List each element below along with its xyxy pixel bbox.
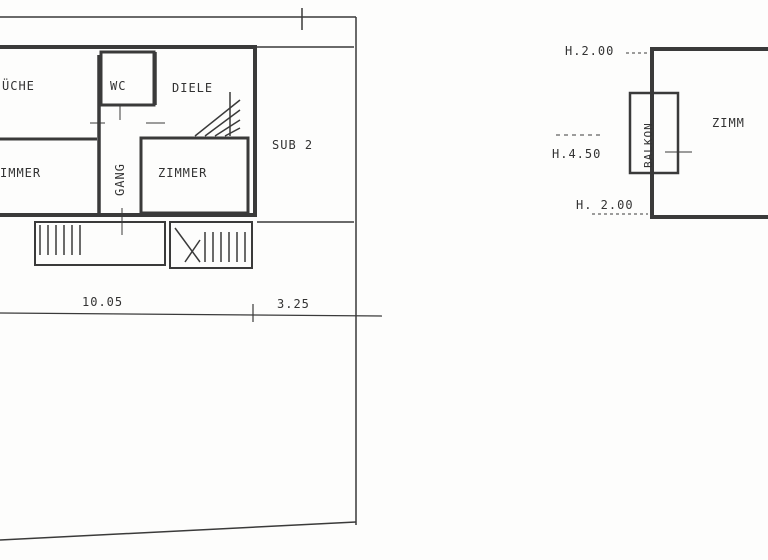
dimension-main: 10.05 — [82, 295, 123, 309]
room-label-kitchen: ÜCHE — [2, 77, 35, 93]
room-label-zimmer-left: IMMER — [0, 166, 41, 180]
dimension-side: 3.25 — [277, 297, 310, 311]
room-label-zimmer-upper: ZIMM — [712, 116, 745, 130]
upper-floor-walls — [556, 47, 768, 219]
plot-boundary — [0, 8, 383, 541]
height-label-bottom: H. 2.00 — [576, 198, 634, 212]
entrance-stairs — [34, 221, 166, 266]
height-label-top: H.2.00 — [565, 44, 614, 58]
room-label-zimmer-right: ZIMMER — [158, 166, 207, 180]
stairs-diele — [194, 92, 241, 137]
room-label-diele: DIELE — [172, 81, 213, 95]
stairs-right — [169, 221, 253, 269]
area-label-sub2: SUB 2 — [272, 138, 313, 152]
height-label-middle: H.4.50 — [552, 147, 601, 161]
balcony-label: BALKON — [642, 122, 655, 168]
room-label-gang: GANG — [113, 163, 127, 196]
ground-floor-walls — [0, 45, 354, 235]
room-label-wc: WC — [110, 79, 126, 93]
